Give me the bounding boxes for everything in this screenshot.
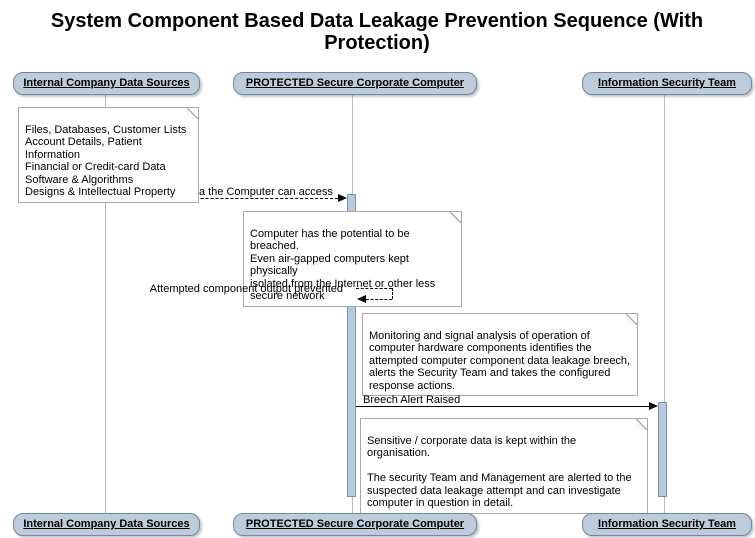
activation-bar-secure-computer bbox=[347, 194, 356, 497]
note-data-source-examples: Files, Databases, Customer Lists Account… bbox=[18, 107, 199, 203]
note-fold-icon bbox=[626, 314, 637, 325]
note-fold-icon bbox=[450, 212, 461, 223]
note-text: Computer has the potential to be breache… bbox=[250, 227, 436, 303]
participant-top-secure-computer: PROTECTED Secure Corporate Computer bbox=[233, 72, 477, 95]
message-line-corporate-data-access bbox=[106, 198, 338, 199]
participant-bottom-security-team: Information Security Team bbox=[582, 513, 752, 536]
note-fold-icon bbox=[187, 108, 198, 119]
note-text: Sensitive / corporate data is kept withi… bbox=[367, 434, 632, 510]
note-breach-potential: Computer has the potential to be breache… bbox=[243, 211, 462, 307]
participant-bottom-secure-computer: PROTECTED Secure Corporate Computer bbox=[233, 513, 477, 536]
lifeline-internal-data-sources bbox=[105, 95, 106, 513]
arrowhead-left-icon bbox=[357, 295, 366, 303]
note-monitoring-analysis: Monitoring and signal analysis of operat… bbox=[362, 313, 638, 396]
message-label-output-prevented: Attempted component output prevented bbox=[149, 283, 343, 295]
activation-bar-security-team bbox=[658, 402, 667, 497]
self-message-line-bottom bbox=[366, 299, 392, 300]
participant-top-security-team: Information Security Team bbox=[582, 72, 752, 95]
note-text: Monitoring and signal analysis of operat… bbox=[369, 329, 631, 392]
message-label-breech-alert: Breech Alert Raised bbox=[363, 394, 461, 406]
arrowhead-right-icon bbox=[649, 402, 658, 410]
note-fold-icon bbox=[636, 419, 647, 430]
note-data-kept-in-organisation: Sensitive / corporate data is kept withi… bbox=[360, 418, 648, 514]
diagram-title: System Component Based Data Leakage Prev… bbox=[50, 10, 704, 54]
self-message-line-right bbox=[392, 288, 393, 299]
note-text: Files, Databases, Customer Lists Account… bbox=[25, 123, 187, 199]
participant-bottom-internal-data-sources: Internal Company Data Sources bbox=[13, 513, 200, 536]
arrowhead-right-icon bbox=[338, 194, 347, 202]
self-message-line-top bbox=[356, 288, 392, 289]
lifeline-security-team bbox=[664, 95, 665, 513]
message-line-breech-alert bbox=[356, 406, 649, 407]
participant-top-internal-data-sources: Internal Company Data Sources bbox=[13, 72, 200, 95]
